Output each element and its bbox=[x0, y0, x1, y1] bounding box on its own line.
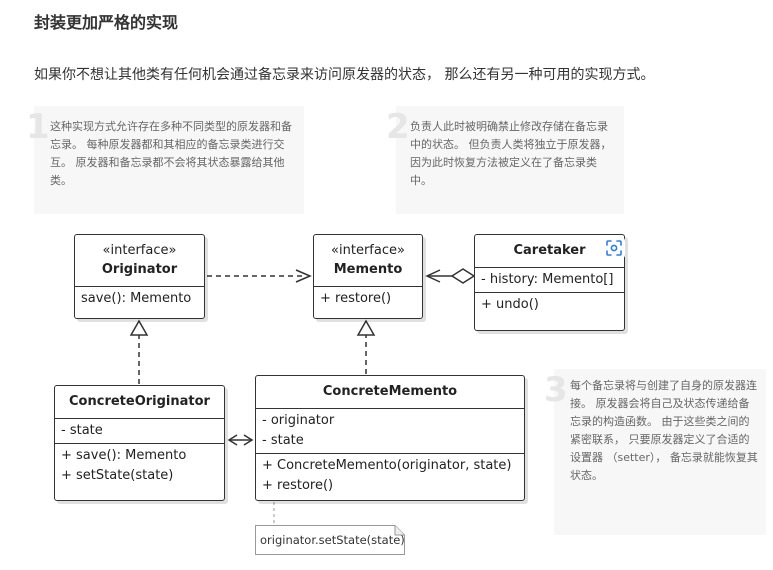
method: + save(): Memento bbox=[61, 448, 187, 463]
field: - history: Memento[] bbox=[481, 272, 614, 287]
caretaker-class-box: Caretaker - history: Memento[] + undo() bbox=[474, 234, 625, 331]
note-3: 3 每个备忘录将与创建了自身的原发器连接。 原发器会将自己及状态传递给备忘录的构… bbox=[544, 369, 766, 535]
caretaker-class-name: Caretaker bbox=[513, 243, 586, 258]
note-2: 2 负责人此时被明确禁止修改存储在备忘录中的状态。 但负责人类将独立于原发器， … bbox=[386, 106, 624, 214]
note-text: 这种实现方式允许存在多种不同类型的原发器和备忘录。 每种原发器都和其相应的备忘录… bbox=[50, 120, 292, 187]
originator-class-name: Originator bbox=[101, 262, 178, 277]
method: + ConcreteMemento(originator, state) bbox=[262, 458, 512, 473]
memento-class-name: Memento bbox=[333, 262, 403, 277]
method: + undo() bbox=[481, 297, 539, 312]
concrete-originator-class-box: ConcreteOriginator - state + save(): Mem… bbox=[54, 385, 225, 501]
note-number: 2 bbox=[386, 107, 410, 147]
method: + restore() bbox=[262, 478, 334, 493]
method: save(): Memento bbox=[81, 291, 192, 306]
concrete-memento-class-name: ConcreteMemento bbox=[322, 384, 458, 399]
code-note-text: originator.setState(state) bbox=[260, 533, 405, 547]
page-title: 封装更加严格的实现 bbox=[34, 13, 179, 32]
memento-interface-box: «interface» Memento + restore() bbox=[313, 234, 423, 319]
note-number: 1 bbox=[26, 107, 50, 147]
originator-stereotype: «interface» bbox=[102, 243, 177, 258]
method: + restore() bbox=[320, 291, 392, 306]
concrete-originator-methods: + save(): Memento + setState(state) bbox=[55, 443, 224, 488]
field: - state bbox=[61, 423, 103, 438]
concrete-memento-methods: + ConcreteMemento(originator, state) + r… bbox=[256, 453, 524, 498]
memento-stereotype: «interface» bbox=[331, 243, 405, 258]
note-text: 负责人此时被明确禁止修改存储在备忘录中的状态。 但负责人类将独立于原发器， 因为… bbox=[410, 120, 612, 187]
field: - state bbox=[262, 433, 304, 448]
concrete-originator-fields: - state bbox=[55, 419, 224, 443]
concrete-originator-class-name: ConcreteOriginator bbox=[69, 394, 210, 409]
method: + setState(state) bbox=[61, 468, 174, 483]
code-note: originator.setState(state) bbox=[255, 525, 405, 555]
intro-text: 如果你不想让其他类有任何机会通过备忘录来访问原发器的状态， 那么还有另一种可用的… bbox=[34, 67, 655, 83]
note-1: 1 这种实现方式允许存在多种不同类型的原发器和备忘录。 每种原发器都和其相应的备… bbox=[26, 106, 304, 214]
note-shape bbox=[255, 525, 405, 555]
originator-methods: save(): Memento bbox=[75, 287, 204, 311]
focus-scan-icon[interactable] bbox=[603, 237, 625, 259]
concrete-memento-class-box: ConcreteMemento - originator - state + C… bbox=[255, 375, 525, 501]
caretaker-methods: + undo() bbox=[475, 292, 624, 317]
memento-methods: + restore() bbox=[314, 287, 422, 311]
note-number: 3 bbox=[544, 370, 568, 410]
concrete-memento-fields: - originator - state bbox=[256, 409, 524, 453]
note-text: 每个备忘录将与创建了自身的原发器连接。 原发器会将自己及状态传递给备忘录的构造函… bbox=[570, 379, 758, 482]
originator-interface-box: «interface» Originator save(): Memento bbox=[74, 234, 205, 319]
caretaker-fields: - history: Memento[] bbox=[475, 268, 624, 292]
field: - originator bbox=[262, 413, 335, 428]
